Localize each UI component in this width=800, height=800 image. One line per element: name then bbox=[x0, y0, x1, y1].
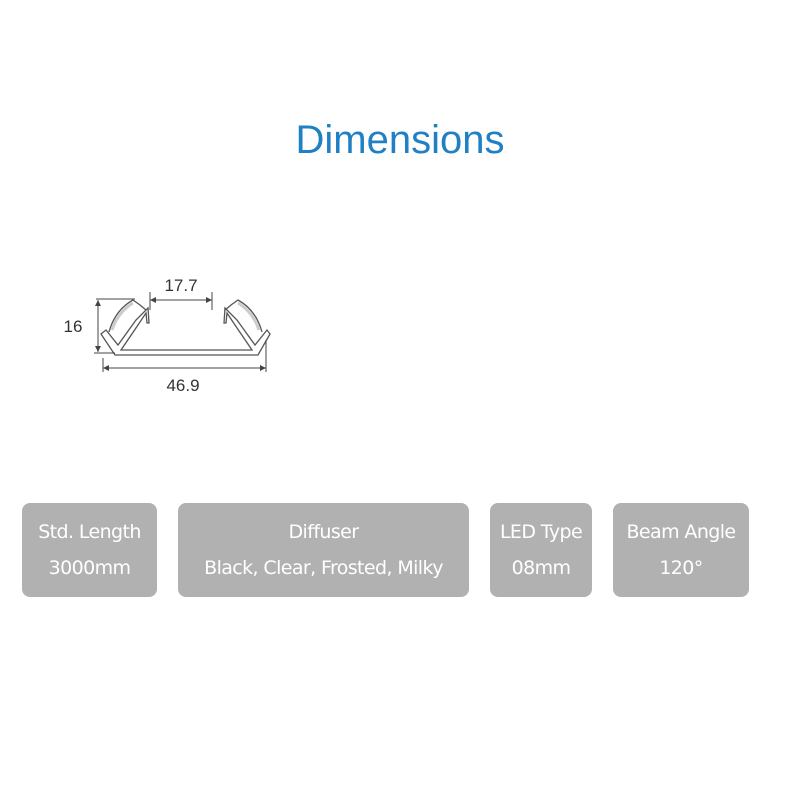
spec-value: 3000mm bbox=[48, 557, 131, 579]
spec-label: Std. Length bbox=[38, 521, 141, 543]
dimension-top-width: 17.7 bbox=[164, 276, 197, 295]
dimension-height: 16 bbox=[64, 317, 83, 336]
page-title: Dimensions bbox=[295, 118, 505, 162]
spec-value: Black, Clear, Frosted, Milky bbox=[204, 557, 443, 579]
spec-diffuser: Diffuser Black, Clear, Frosted, Milky bbox=[178, 503, 469, 597]
spec-label: Beam Angle bbox=[626, 521, 737, 543]
spec-std-length: Std. Length 3000mm bbox=[22, 503, 157, 597]
dimension-total-width: 46.9 bbox=[166, 376, 199, 395]
spec-beam-angle: Beam Angle 120° bbox=[613, 503, 749, 597]
spec-value: 120° bbox=[659, 557, 703, 579]
spec-value: 08mm bbox=[511, 557, 571, 579]
spec-label: LED Type bbox=[499, 521, 583, 543]
profile-shape bbox=[100, 299, 271, 356]
spec-label: Diffuser bbox=[288, 521, 360, 543]
dimension-lines bbox=[94, 292, 267, 372]
spec-led-type: LED Type 08mm bbox=[490, 503, 592, 597]
